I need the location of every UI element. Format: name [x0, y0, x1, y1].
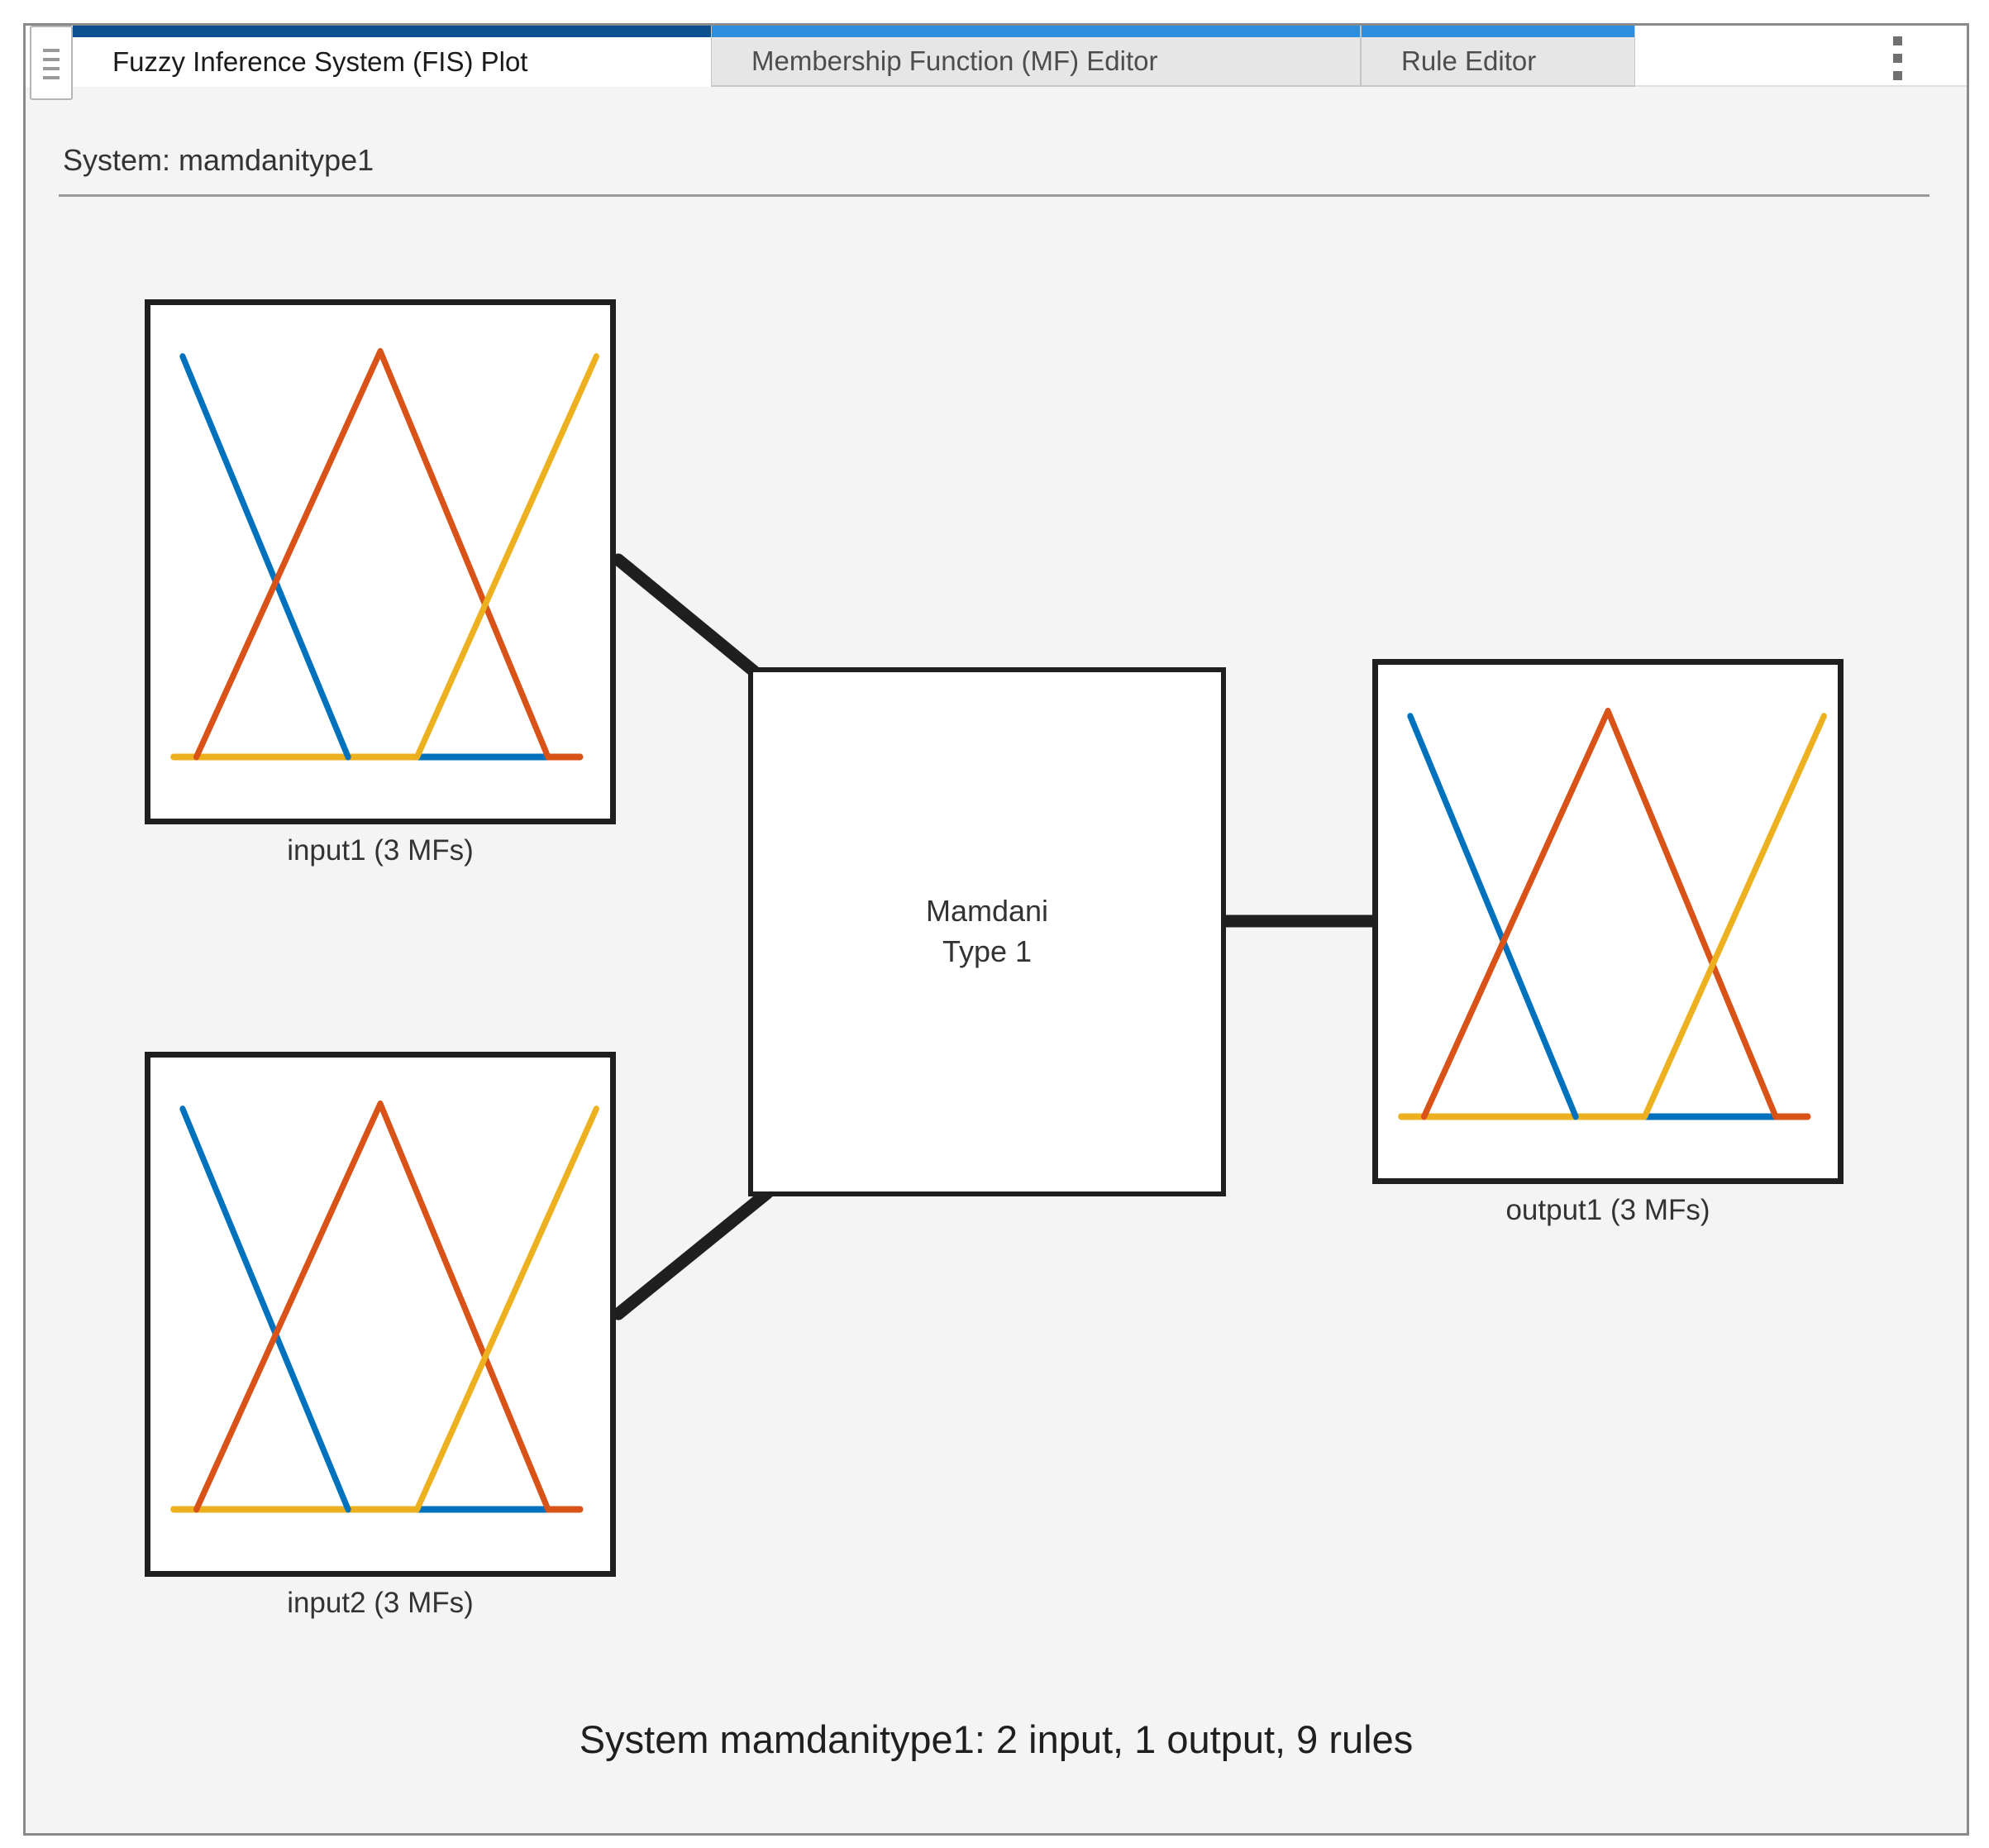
input1-label: input1 (3 MFs)	[287, 834, 474, 867]
mf-segment-mf-low	[1407, 713, 1579, 1120]
output1-label: output1 (3 MFs)	[1505, 1194, 1710, 1226]
tab-fis-plot[interactable]: Fuzzy Inference System (FIS) Plot	[73, 26, 711, 87]
mf-segment-mf-medium	[1421, 707, 1779, 1120]
system-summary-caption: System mamdanitype1: 2 input, 1 output, …	[579, 1717, 1414, 1761]
fis-diagram-canvas: input1 (3 MFs) input2 (3 MFs) Mamdani Ty…	[26, 197, 1967, 1833]
document-tab-bar: Fuzzy Inference System (FIS) Plot Member…	[26, 26, 1967, 100]
mamdani-process-node[interactable]: Mamdani Type 1	[748, 667, 1226, 1196]
process-name-line1: Mamdani	[925, 894, 1049, 929]
mf-segment-mf-low	[179, 1105, 351, 1513]
fuzzy-logic-designer-window: Fuzzy Inference System (FIS) Plot Member…	[23, 23, 1969, 1836]
connector-lines	[612, 553, 1386, 1320]
tab-rule-editor[interactable]: Rule Editor	[1361, 26, 1635, 87]
mf-segment-mf-high	[413, 1105, 599, 1513]
output1-mf-plot	[1378, 665, 1838, 1178]
tab-group-drag-handle[interactable]	[30, 26, 73, 100]
header-divider	[59, 194, 1929, 197]
mf-segment-mf-high	[1641, 713, 1827, 1120]
tab-mf-editor[interactable]: Membership Function (MF) Editor	[711, 26, 1361, 87]
input2-node[interactable]	[145, 1052, 616, 1577]
active-tab-stripe	[73, 26, 711, 37]
input2-mf-plot	[150, 1058, 610, 1571]
connector-input2-to-process	[612, 1187, 774, 1320]
tab-fis-plot-label: Fuzzy Inference System (FIS) Plot	[112, 46, 528, 77]
system-name-label: System: mamdanitype1	[63, 143, 374, 177]
mf-segment-mf-medium	[193, 347, 551, 761]
inactive-tab-stripe	[712, 26, 1360, 37]
output1-node[interactable]	[1372, 659, 1844, 1184]
input1-mf-plot	[150, 305, 610, 819]
connector-input1-to-process	[612, 553, 774, 689]
tab-bar-spacer	[1635, 26, 1967, 87]
process-name-line2: Type 1	[942, 934, 1033, 968]
input1-node[interactable]	[145, 299, 616, 824]
mf-segment-mf-low	[179, 353, 351, 761]
inactive-tab-stripe	[1362, 26, 1634, 37]
tab-mf-editor-label: Membership Function (MF) Editor	[751, 45, 1158, 76]
overflow-menu-button[interactable]	[1888, 31, 1907, 85]
tab-rule-editor-label: Rule Editor	[1401, 45, 1537, 76]
mf-segment-mf-medium	[193, 1100, 551, 1513]
grip-lines-icon	[43, 49, 60, 79]
input2-label: input2 (3 MFs)	[287, 1587, 474, 1619]
fis-plot-document: System: mamdanitype1 input1 (3 MFs) inpu…	[26, 87, 1967, 1833]
mf-segment-mf-high	[413, 353, 599, 761]
